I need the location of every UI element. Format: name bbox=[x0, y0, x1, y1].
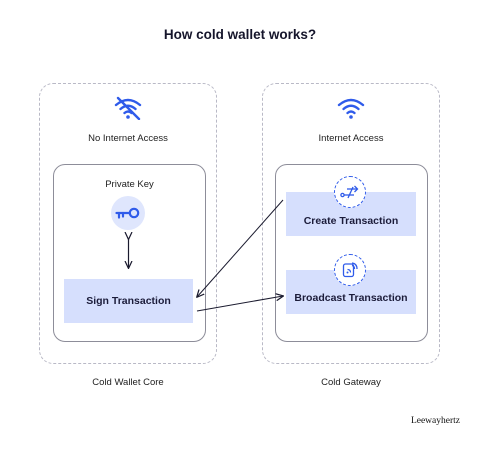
broadcast-icon bbox=[334, 254, 366, 286]
brand-logo: Leewayhertz bbox=[410, 416, 460, 426]
diagram-title: How cold wallet works? bbox=[163, 27, 317, 42]
key-icon bbox=[111, 196, 145, 230]
sign-transaction-block: Sign Transaction bbox=[64, 279, 193, 323]
private-key-label: Private Key bbox=[105, 179, 154, 190]
create-to-sign-arrow bbox=[197, 199, 284, 297]
no-internet-label: No Internet Access bbox=[88, 133, 168, 144]
cold-wallet-core-panel bbox=[39, 83, 217, 364]
cold-gateway-caption: Cold Gateway bbox=[321, 377, 381, 388]
cold-wallet-core-caption: Cold Wallet Core bbox=[92, 377, 164, 388]
sign-to-broadcast-arrow bbox=[196, 296, 283, 312]
wifi-off-icon bbox=[113, 96, 143, 121]
wifi-icon bbox=[336, 96, 366, 120]
internet-access-label: Internet Access bbox=[318, 133, 384, 144]
transaction-switch-icon bbox=[334, 176, 366, 208]
